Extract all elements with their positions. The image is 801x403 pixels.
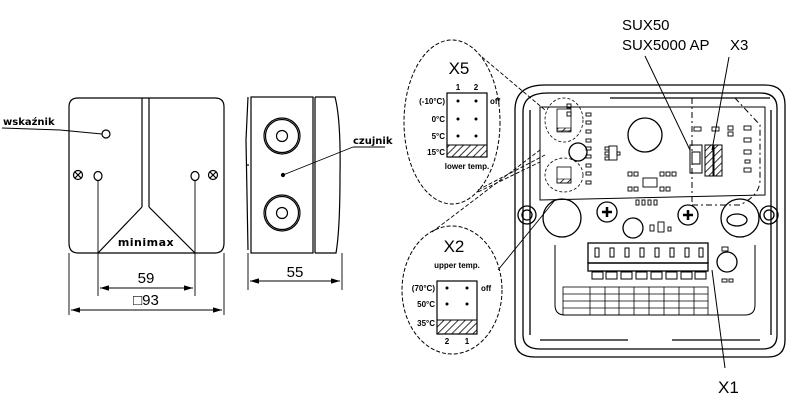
x2-row-1: 50°C xyxy=(417,300,435,309)
pcb-screw-2-icon xyxy=(677,204,699,226)
side-view xyxy=(245,96,385,290)
sensor-label: czujnik xyxy=(353,136,393,147)
terminal-table xyxy=(562,286,709,316)
brand-logo: minimax xyxy=(118,236,174,249)
dim-label-93: □93 xyxy=(133,292,159,309)
front-view xyxy=(1,97,225,315)
screw-left-icon xyxy=(72,169,84,181)
x5-caption: lower temp. xyxy=(445,162,489,171)
optional-module-outline xyxy=(691,97,761,206)
indicator-led xyxy=(101,129,111,139)
x5-row-3: 15°C xyxy=(427,148,445,157)
x5-col-1: 1 xyxy=(456,83,461,92)
cable-gland-bottom xyxy=(263,194,301,232)
x2-off: off xyxy=(481,284,492,293)
callout-x3: X3 xyxy=(730,37,748,54)
callout-model-2: SUX5000 AP xyxy=(622,37,710,54)
dim-label-55: 55 xyxy=(287,264,304,281)
x2-title: X2 xyxy=(444,237,465,256)
x2-col-2: 2 xyxy=(445,337,450,346)
callout-x1: X1 xyxy=(718,378,739,397)
board-view xyxy=(514,55,786,369)
detail-x5 xyxy=(403,39,546,205)
x5-row-1: 0°C xyxy=(432,115,446,124)
housing-outer xyxy=(514,84,786,358)
cable-gland-top xyxy=(263,117,301,155)
dim-label-59: 59 xyxy=(138,270,155,287)
detail-x2 xyxy=(401,149,556,355)
screw-right-icon xyxy=(207,169,219,181)
x5-row-0: (-10°C) xyxy=(419,97,445,106)
housing-inner xyxy=(522,92,778,350)
indicator-label: wskaźnik xyxy=(3,116,55,128)
x2-row-2: 35°C xyxy=(417,319,435,328)
terminal-block xyxy=(591,247,707,280)
x2-caption: upper temp. xyxy=(434,261,480,270)
front-housing-outline xyxy=(68,97,225,254)
mounting-hole-left xyxy=(93,170,103,182)
x5-row-2: 5°C xyxy=(432,132,446,141)
x2-col-1: 1 xyxy=(465,337,470,346)
x2-row-0: (70°C) xyxy=(412,284,436,293)
x5-off: off xyxy=(490,97,501,106)
x5-col-2: 2 xyxy=(474,83,479,92)
x5-title: X5 xyxy=(449,59,470,78)
mounting-hole-right xyxy=(190,170,200,182)
pcb-screw-1-icon xyxy=(596,201,618,223)
callout-model-1: SUX50 xyxy=(622,17,670,34)
